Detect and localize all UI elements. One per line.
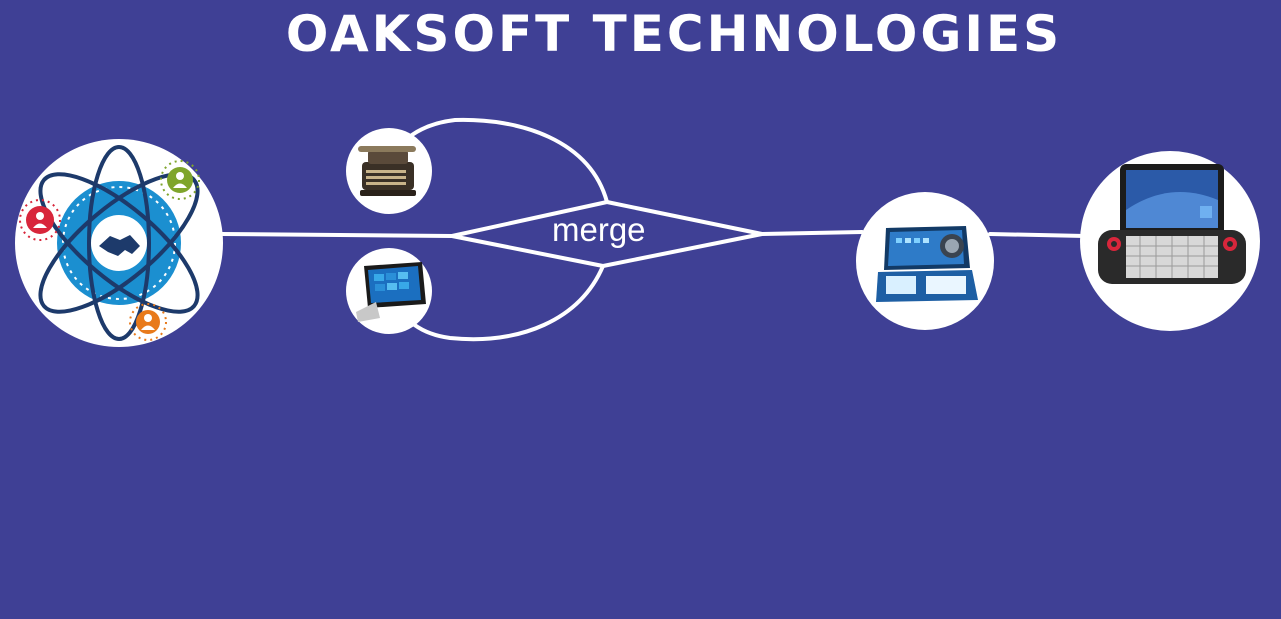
laptop-node [346,248,432,334]
flexible-tablet-node [856,192,994,330]
merge-label: merge [552,211,646,248]
connector-left [220,232,454,238]
connector-right [988,232,1087,238]
collaboration-node [15,139,223,347]
handshake-network-icon [19,145,200,341]
convertible-laptop-icon [356,262,426,322]
person-icon-red [19,199,61,241]
handheld-pc-node [1080,151,1260,331]
typewriter-node [346,128,432,214]
handheld-pc-icon [1098,164,1246,284]
person-icon-orange [129,303,167,341]
connector-middle [760,230,864,236]
typewriter-icon [358,146,416,196]
page-title: OAKSOFT TECHNOLOGIES [285,5,1063,63]
flexible-tablet-icon [876,226,978,302]
person-icon-green [160,160,200,200]
